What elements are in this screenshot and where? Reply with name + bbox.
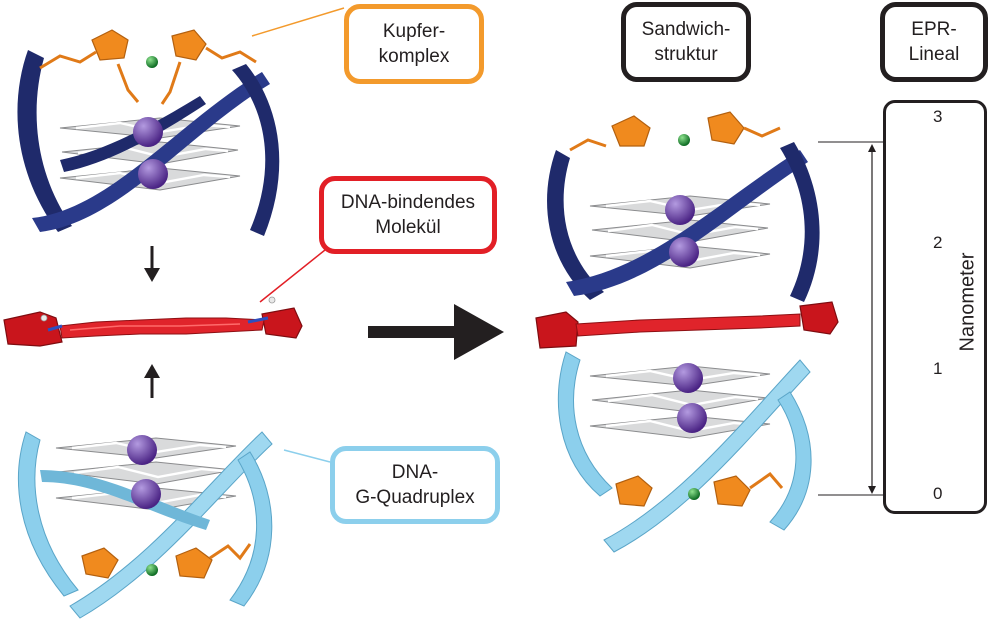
potassium-ion (138, 159, 168, 189)
arrow-right-large (368, 304, 504, 360)
copper-ion-top (146, 56, 158, 68)
connector-quadruplex (283, 449, 331, 463)
dark-strand-right (232, 64, 280, 236)
connector-molecule (259, 245, 331, 303)
dna-binding-molecule (3, 296, 303, 347)
light-strand-left (17, 431, 79, 597)
connector-copper (251, 7, 345, 37)
light-strand-right (229, 451, 273, 607)
potassium-ion (133, 117, 163, 147)
dark-strand-left (17, 50, 72, 232)
label-sandwich-structure: Sandwich- struktur (621, 2, 751, 82)
ruler-tick-label-1: 1 (933, 359, 943, 378)
light-strand-diagonal (69, 431, 273, 619)
g-quadruplex-bottom (17, 431, 273, 619)
copper-complex-bottom (81, 543, 252, 579)
label-g-quadruplex: DNA- G-Quadruplex (330, 446, 500, 524)
potassium-ion (131, 479, 161, 509)
copper-complex-top (39, 29, 257, 105)
arrow-up-small (144, 364, 160, 398)
distance-indicator (818, 141, 886, 496)
potassium-ion (127, 435, 157, 465)
dark-strand-diagonal (32, 72, 270, 232)
label-dna-binding-molecule: DNA-bindendes Molekül (319, 176, 497, 254)
copper-quadruplex-top (17, 29, 280, 236)
copper-ion-bottom (146, 564, 158, 576)
ruler-tick-label-2: 2 (933, 233, 943, 252)
label-copper-complex: Kupfer- komplex (344, 4, 484, 84)
ruler-unit-label: Nanometer (956, 252, 979, 352)
label-epr-ruler: EPR- Lineal (880, 2, 988, 82)
ruler-tick-label-0: 0 (933, 484, 943, 503)
epr-ruler (883, 100, 987, 514)
arrow-down-small (144, 246, 160, 282)
sandwich-structure (535, 111, 839, 553)
ruler-tick-label-3: 3 (933, 107, 943, 126)
